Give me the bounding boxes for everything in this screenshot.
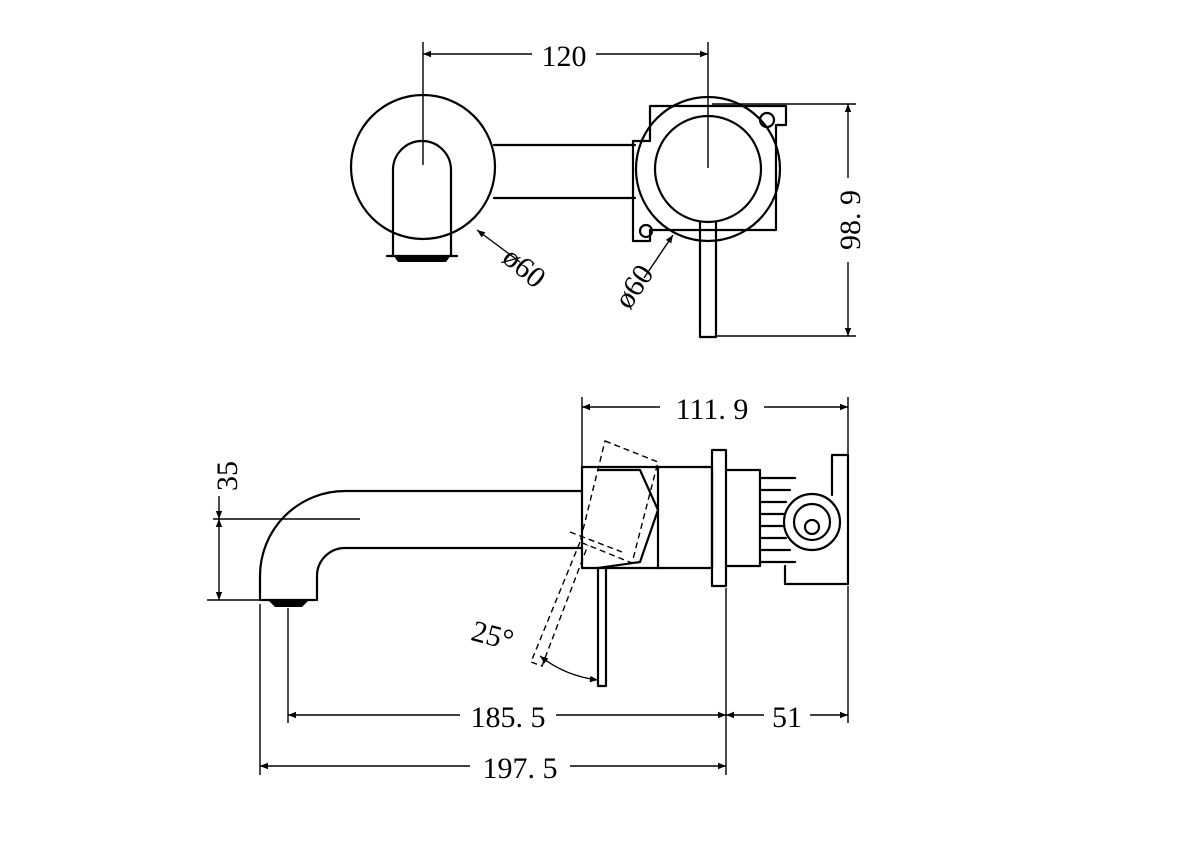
dim-label-left-dia: ø60 bbox=[496, 241, 552, 295]
dim-label-spout-reach: 185. 5 bbox=[471, 701, 546, 734]
connecting-pipe bbox=[492, 143, 637, 200]
mixer-housing-outline bbox=[631, 104, 788, 243]
dim-label-top-width: 120 bbox=[542, 40, 587, 73]
dim-label-top-height: 98. 9 bbox=[834, 190, 867, 250]
valve-body bbox=[724, 468, 762, 568]
spout-outlet-shadow bbox=[393, 255, 451, 262]
dim-label-spout-height: 35 bbox=[211, 461, 244, 491]
mixer-lever bbox=[698, 220, 718, 339]
lever-shape bbox=[596, 468, 660, 570]
dim-label-wall-depth: 51 bbox=[772, 701, 802, 734]
inlet-core bbox=[803, 518, 821, 536]
mounting-bracket bbox=[783, 453, 850, 586]
valve-threads bbox=[758, 476, 797, 564]
spout-side-outlet-shadow bbox=[268, 600, 309, 607]
dim-label-total-length: 197. 5 bbox=[483, 752, 558, 785]
angle-arc bbox=[539, 655, 599, 683]
dim-label-lever-angle: 25° bbox=[468, 614, 517, 657]
inlet-ring-inner bbox=[792, 502, 832, 542]
lever-rotated-outline bbox=[530, 440, 659, 667]
lever-side bbox=[596, 566, 608, 688]
mixer-housing-hole-2 bbox=[638, 223, 654, 239]
leader-left-dia bbox=[476, 229, 521, 263]
side-view: 25° 111. 9 35 185. 5 51 197. 5 bbox=[207, 393, 850, 785]
spout-top-outline bbox=[391, 139, 453, 257]
wall-plate-side bbox=[710, 448, 728, 588]
dim-label-side-depth: 111. 9 bbox=[676, 393, 749, 426]
body-sleeve bbox=[656, 465, 714, 570]
dim-label-right-dia: ø60 bbox=[608, 259, 661, 315]
top-view: 120 98. 9 ø60 ø60 bbox=[349, 40, 867, 339]
leader-right-dia bbox=[643, 234, 674, 279]
spout-side-outline bbox=[258, 489, 584, 602]
inlet-ring-outer bbox=[782, 492, 842, 552]
